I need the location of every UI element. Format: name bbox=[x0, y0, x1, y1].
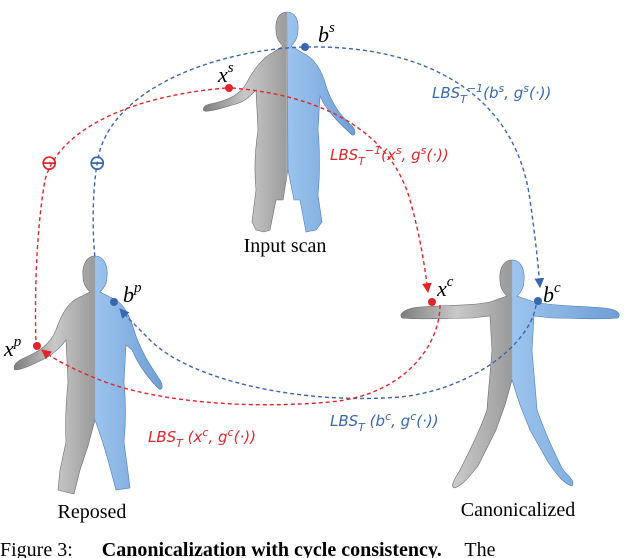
point-bs bbox=[301, 43, 309, 51]
arrow-blue-bs-to-bc bbox=[306, 46, 545, 288]
caption-suffix: The bbox=[464, 539, 495, 558]
label-xc: xc bbox=[436, 274, 454, 301]
point-xp bbox=[33, 342, 41, 350]
point-xc bbox=[428, 298, 436, 306]
label-bs: bs bbox=[318, 20, 335, 47]
caption-bold: Canonicalization with cycle consistency. bbox=[102, 539, 442, 558]
input-scan-blue-half bbox=[286, 11, 356, 233]
arrow-blue-bs-to-bp bbox=[92, 46, 304, 259]
caption-input-scan: Input scan bbox=[244, 235, 327, 257]
lbs-inverse-blue-label: LBST−1(bs, gs(·)) bbox=[432, 82, 551, 106]
arrow-red-xs-to-xp bbox=[34, 87, 227, 346]
label-xp: xp bbox=[3, 334, 22, 361]
input-scan-mesh bbox=[203, 11, 356, 233]
label-bc: bc bbox=[543, 280, 561, 307]
input-scan-gray-half bbox=[203, 11, 289, 233]
caption-prefix: Figure 3: bbox=[0, 539, 73, 558]
arrow-blue-bc-to-bp bbox=[119, 304, 537, 400]
reposed-gray-half bbox=[13, 255, 96, 495]
canonicalized-gray-half bbox=[400, 259, 513, 489]
minus-red-icon: ⊖ bbox=[40, 150, 58, 175]
canonicalized-blue-half bbox=[511, 259, 620, 487]
caption-reposed: Reposed bbox=[58, 501, 127, 523]
reposed-mesh bbox=[13, 255, 163, 495]
lbs-red-label: LBST (xc, gc(·)) bbox=[148, 426, 256, 450]
canonicalized-mesh bbox=[400, 259, 620, 489]
arrow-red-xs-to-xc bbox=[231, 87, 432, 293]
point-bc bbox=[534, 297, 542, 305]
lbs-blue-label: LBST (bc, gc(·)) bbox=[330, 410, 439, 434]
caption-canonicalized: Canonicalized bbox=[461, 499, 575, 521]
label-xs: xs bbox=[217, 60, 234, 87]
figure-caption: Figure 3: Canonicalization with cycle co… bbox=[0, 539, 496, 558]
label-bp: bp bbox=[123, 280, 142, 307]
point-bp bbox=[110, 298, 118, 306]
point-xs bbox=[225, 84, 233, 92]
lbs-inverse-red-label: LBST−1(xs, gs(·)) bbox=[330, 144, 449, 168]
reposed-blue-half bbox=[94, 255, 163, 491]
minus-blue-icon: ⊖ bbox=[88, 150, 106, 175]
